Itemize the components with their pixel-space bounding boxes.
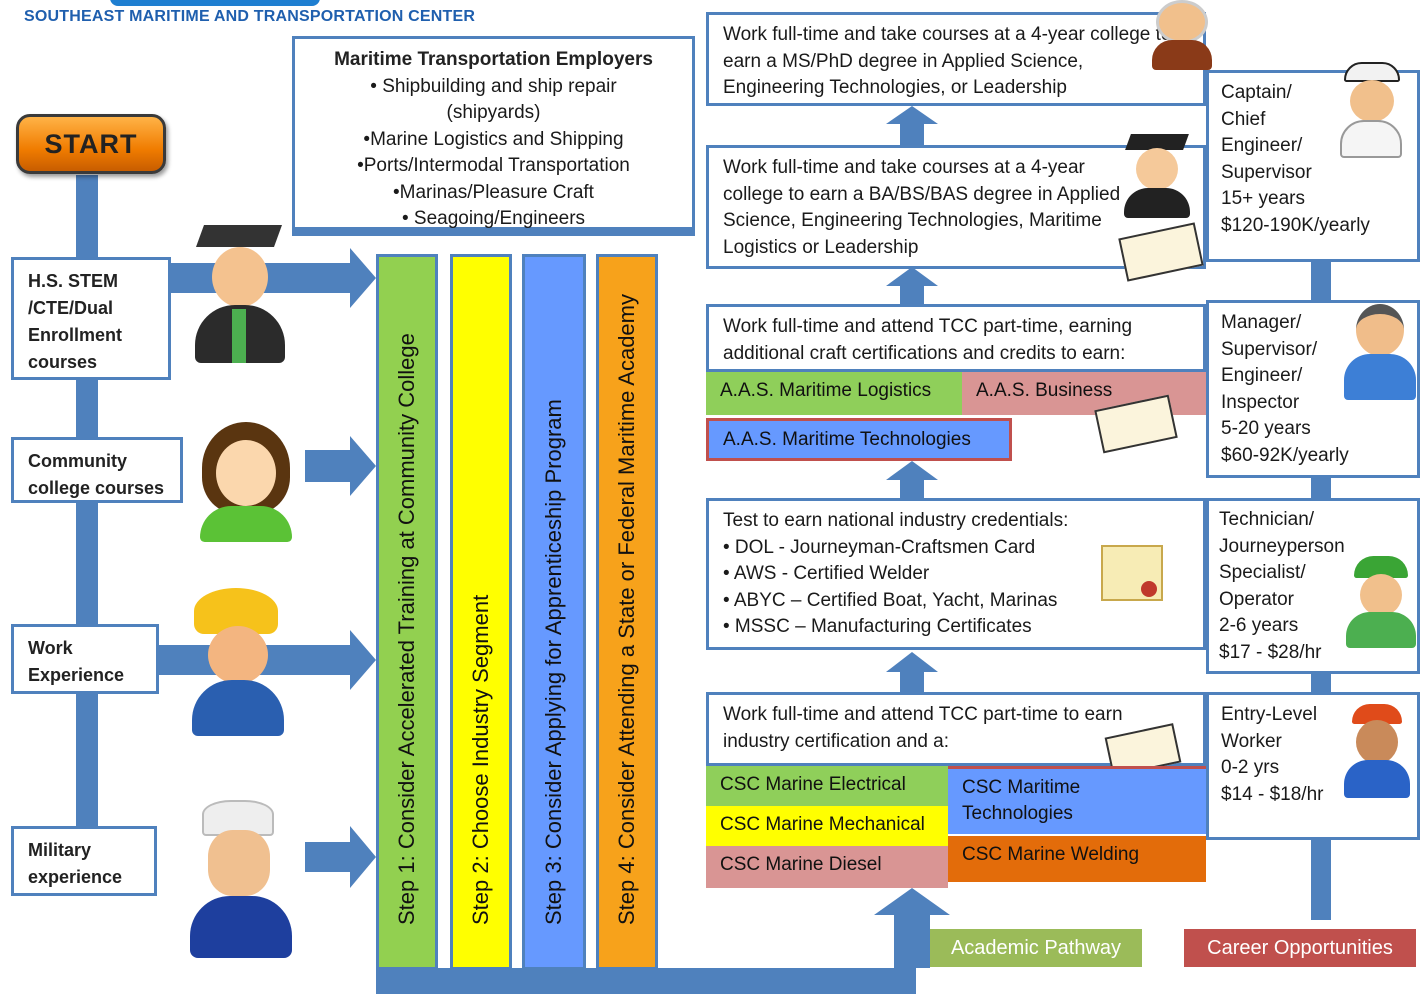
pathway-credentials-box: Test to earn national industry credentia… [706, 498, 1206, 650]
pathway-ba-text: Work full-time and take courses at a 4-y… [723, 157, 1121, 258]
legend-career-opportunities: Career Opportunities [1184, 929, 1416, 967]
career-years: 0-2 yrs [1221, 757, 1280, 778]
arrow-up-ba-to-ms [886, 106, 938, 145]
step-2-column: Step 2: Choose Industry Segment [450, 254, 512, 970]
scientist-icon [1152, 0, 1212, 70]
career-title: Technician/ Journeyperson Specialist/ Op… [1219, 509, 1345, 610]
credential-item: • MSSC – Manufacturing Certificates [723, 616, 1032, 637]
step-4-column: Step 4: Consider Attending a State or Fe… [596, 254, 658, 970]
career-pay: $14 - $18/hr [1221, 783, 1324, 805]
credentials-list: • DOL - Journeyman-Craftsmen Card • AWS … [723, 535, 1189, 641]
pathway-aas-text: Work full-time and attend TCC part-time,… [723, 316, 1133, 364]
legend-academic-pathway: Academic Pathway [930, 929, 1142, 967]
employers-title: Maritime Transportation Employers [334, 49, 653, 70]
employers-callout [292, 228, 695, 236]
employer-item: •Marinas/Pleasure Craft [393, 181, 594, 203]
entry-work-experience: Work Experience [11, 624, 159, 694]
employers-box: Maritime Transportation Employers • Ship… [292, 36, 695, 230]
construction-worker-icon [188, 588, 288, 736]
employer-item: • Seagoing/Engineers [401, 208, 586, 229]
entry-military-label: Military experience [28, 840, 123, 887]
arrow-up-to-csc [874, 888, 950, 968]
entry-hs-stem: H.S. STEM /CTE/Dual Enrollment courses [11, 257, 171, 380]
arrow-up-cred-to-aas [886, 461, 938, 498]
employer-item: (shipyards) [446, 102, 541, 123]
pathway-csc-box: Work full-time and attend TCC part-time … [706, 692, 1206, 766]
entry-worker-icon [1344, 704, 1410, 798]
aas-maritime-logistics-chip: A.A.S. Maritime Logistics [706, 372, 962, 415]
step-1-column: Step 1: Consider Accelerated Training at… [376, 254, 438, 970]
start-button[interactable]: START [16, 114, 166, 174]
aas-business-chip: A.A.S. Business [962, 372, 1206, 415]
csc-marine-diesel-chip: CSC Marine Diesel [706, 846, 948, 888]
career-manager-box: Manager/ Supervisor/ Engineer/ Inspector… [1206, 300, 1420, 478]
entry-community-college-label: Community college courses [28, 451, 165, 498]
logo: SOUTHEAST MARITIME AND TRANSPORTATION CE… [0, 0, 475, 30]
pathway-aas-box: Work full-time and attend TCC part-time,… [706, 304, 1206, 372]
employer-item: •Ports/Intermodal Transportation [357, 155, 630, 176]
career-years: 15+ years [1221, 188, 1305, 209]
arrow-up-csc-to-cred [886, 652, 938, 692]
entry-military: Military experience [11, 826, 157, 896]
credential-item: • ABYC – Certified Boat, Yacht, Marinas [723, 589, 1058, 611]
career-years: 2-6 years [1219, 615, 1299, 636]
csc-marine-welding-chip: CSC Marine Welding [948, 836, 1206, 882]
csc-marine-mechanical-chip: CSC Marine Mechanical [706, 806, 948, 846]
career-title: Captain/ Chief Engineer/ Supervisor [1221, 82, 1312, 183]
credentials-intro: Test to earn national industry credentia… [723, 510, 1069, 531]
entry-hs-stem-label: H.S. STEM /CTE/Dual Enrollment courses [28, 271, 123, 372]
logo-mark [110, 0, 320, 6]
career-pay: $60-92K/yearly [1221, 444, 1349, 466]
diploma-icon [1101, 545, 1163, 601]
manager-icon [1344, 304, 1416, 400]
credential-item: • AWS - Certified Welder [723, 563, 930, 584]
step-3-column: Step 3: Consider Applying for Apprentice… [522, 254, 586, 970]
career-pay: $120-190K/yearly [1221, 214, 1370, 236]
pathway-msphd-box: Work full-time and take courses at a 4-y… [706, 12, 1206, 106]
start-label: START [44, 128, 138, 159]
career-years: 5-20 years [1221, 418, 1311, 439]
female-student-icon [196, 420, 296, 542]
arrow-military [305, 826, 376, 888]
arrow-community [305, 436, 376, 496]
employer-item: •Marine Logistics and Shipping [363, 128, 624, 150]
arrow-up-aas-to-ba [886, 267, 938, 304]
bottom-connector [376, 968, 916, 994]
career-title: Entry-Level Worker [1221, 704, 1318, 752]
employer-item: • Shipbuilding and ship repair [370, 75, 617, 97]
sailor-icon [188, 800, 294, 958]
mechanic-icon [1346, 556, 1416, 648]
career-pay: $17 - $28/hr [1219, 641, 1322, 663]
pathway-msphd-text: Work full-time and take courses at a 4-y… [723, 24, 1172, 98]
entry-work-experience-label: Work Experience [28, 638, 125, 685]
csc-marine-electrical-chip: CSC Marine Electrical [706, 766, 948, 806]
logo-org-name: SOUTHEAST MARITIME AND TRANSPORTATION CE… [24, 8, 476, 25]
aas-maritime-technologies-chip: A.A.S. Maritime Technologies [706, 418, 1012, 461]
credential-item: • DOL - Journeyman-Craftsmen Card [723, 536, 1036, 558]
entry-community-college: Community college courses [11, 437, 183, 503]
captain-icon [1340, 62, 1402, 158]
career-title: Manager/ Supervisor/ Engineer/ Inspector [1221, 312, 1318, 413]
graduate-icon [1122, 134, 1192, 218]
graduate-student-icon [190, 225, 290, 365]
pathway-csc-text: Work full-time and attend TCC part-time … [723, 704, 1123, 752]
csc-maritime-technologies-chip: CSC Maritime Technologies [948, 766, 1206, 834]
